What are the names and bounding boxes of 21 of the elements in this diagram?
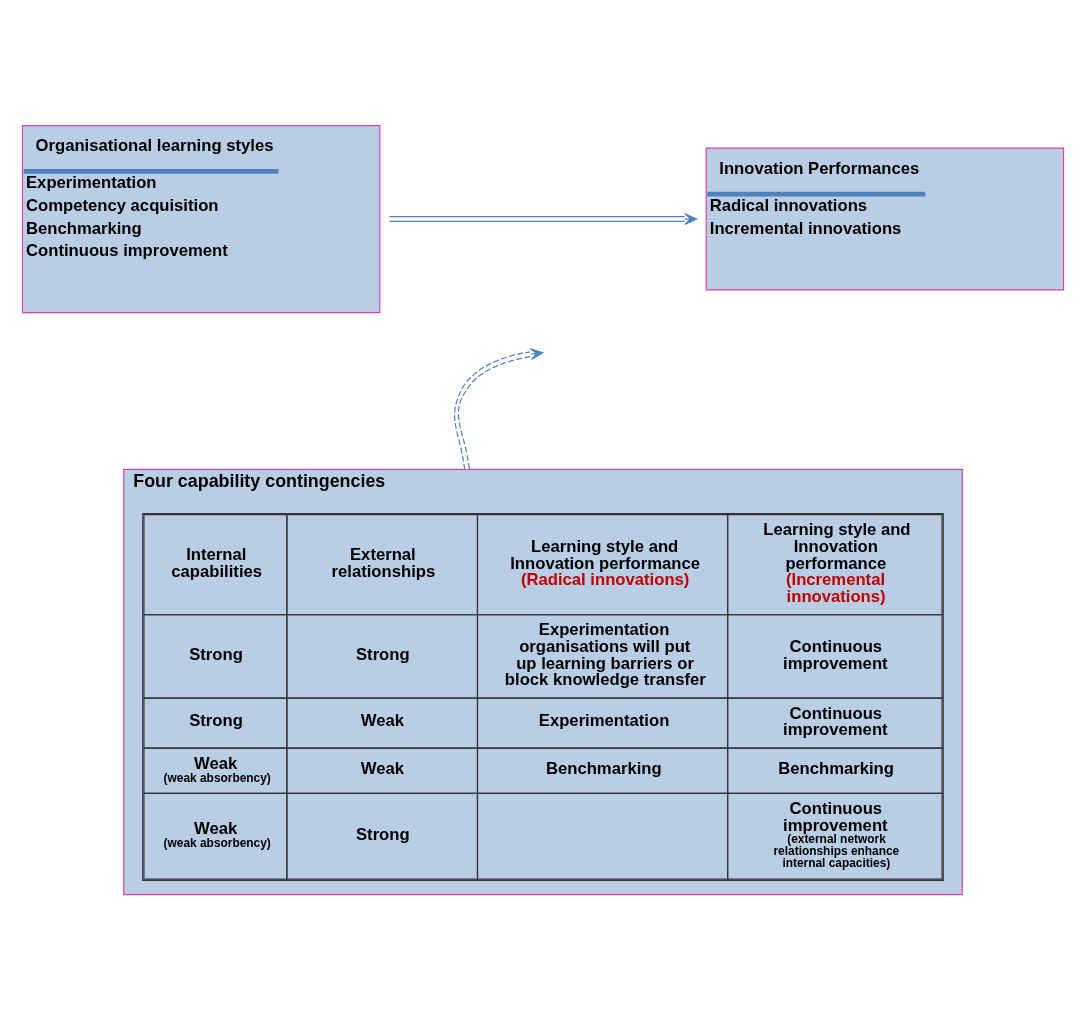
label: Continuous improvement <box>783 798 888 835</box>
label: Weak <box>360 759 404 779</box>
label: Weak <box>193 819 238 839</box>
label: (weak absorbency) <box>163 770 271 785</box>
label: Weak <box>360 711 404 731</box>
label: Weak <box>193 753 238 773</box>
label: Continuous improvement <box>783 636 888 673</box>
label: Benchmarking <box>545 759 662 779</box>
label: Learning style and Innovation performance <box>763 520 911 573</box>
label: Internal capabilities <box>171 545 263 581</box>
label: Experimentation <box>538 711 670 731</box>
label: Learning style and Innovation performance <box>510 536 700 573</box>
label: Strong <box>355 824 410 844</box>
label: (weak absorbency) <box>163 836 271 851</box>
label: Strong <box>189 711 243 731</box>
label: Strong <box>355 644 410 664</box>
label: External relationships <box>331 545 436 581</box>
label: Benchmarking <box>778 759 894 779</box>
label: Strong <box>189 644 243 664</box>
label: Continuous improvement <box>783 703 888 740</box>
label: Experimentation organisations will put up learning barriers or block knowledge transfer <box>504 620 706 690</box>
